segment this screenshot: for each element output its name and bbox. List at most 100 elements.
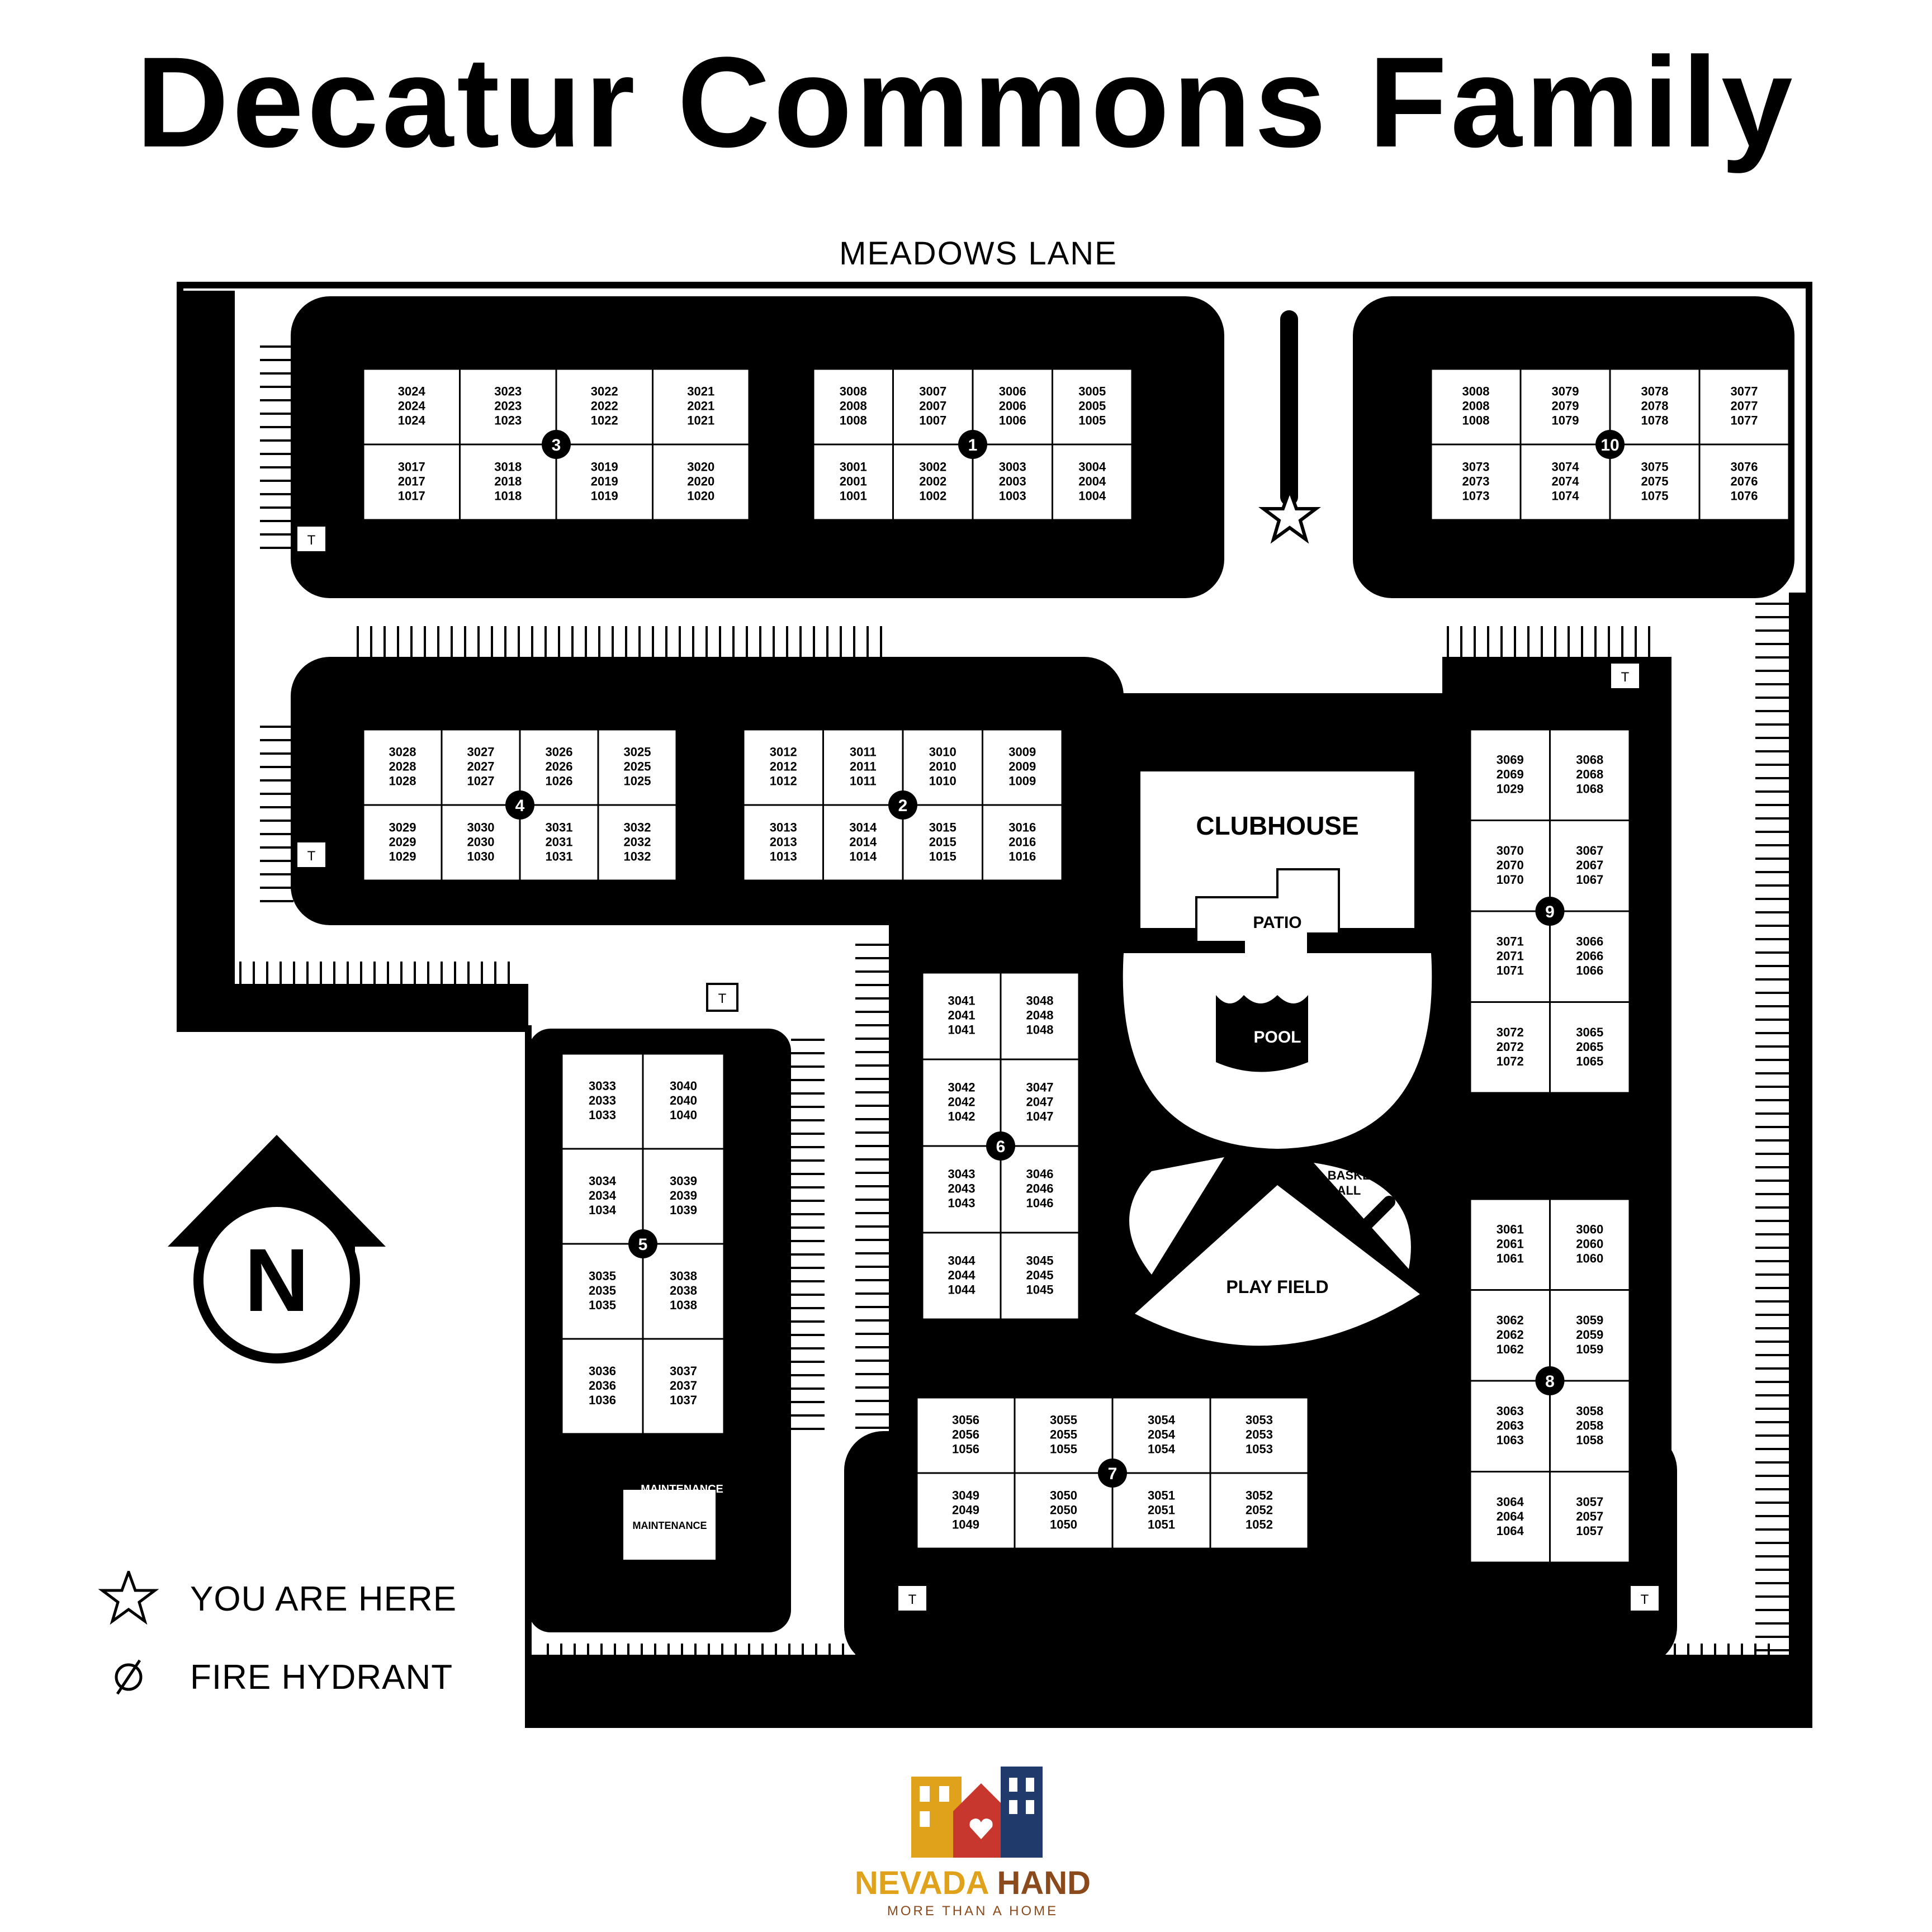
unit-number: 3017 [398,460,425,474]
unit-number: 3012 [770,745,797,759]
building-number-badge [1595,430,1625,459]
unit-number: 2013 [770,835,797,849]
unit-number: 2061 [1497,1237,1524,1251]
unit-number: 3046 [1026,1167,1054,1181]
unit-number: 1017 [398,489,425,503]
play-field-label: PLAY FIELD [1226,1277,1328,1297]
unit-number: 3028 [389,745,416,759]
unit-number: 1008 [1462,414,1490,428]
unit-number: 1025 [624,774,651,788]
unit-number: 3047 [1026,1081,1054,1095]
unit-stack [1000,1058,1080,1147]
unit-number: 3020 [687,460,714,474]
unit-number: 3069 [1497,752,1524,766]
unit-number: 1001 [840,489,867,503]
unit-number: 1022 [591,414,618,428]
patio [1195,868,1340,960]
maintenance-label-top: MAINTENANCE [641,1483,723,1495]
unit-number: 1042 [948,1110,976,1124]
unit-stack [916,1472,1016,1550]
unit-number: 3025 [624,745,651,759]
unit-stack [812,368,894,446]
unit-number: 1071 [1497,963,1524,977]
unit-number: 2004 [1078,475,1106,489]
unit-number: 2077 [1731,399,1758,413]
unit-stack [1469,728,1551,821]
unit-number: 1040 [670,1108,697,1122]
unit-number: 2048 [1026,1008,1054,1022]
nevada-hand-logo: NEVADA HAND MORE THAN A HOME [839,1767,1107,1923]
unit-number: 3079 [1552,385,1579,399]
unit-number: 2043 [948,1182,976,1196]
building-3: 3024202410243023202310233022202210223021… [362,368,750,521]
unit-stack [1209,1472,1309,1550]
unit-number: 3002 [919,460,946,474]
unit-number: 2017 [398,475,425,489]
unit-stack [1698,368,1790,446]
unit-number: 3057 [1576,1495,1603,1509]
unit-number: 2014 [849,835,877,849]
unit-number: 3054 [1148,1413,1176,1427]
unit-number: 2023 [494,399,522,413]
unit-stack [921,1145,1002,1234]
unit-number: 1041 [948,1023,976,1037]
unit-number: 2022 [591,399,618,413]
unit-number: 2011 [850,760,877,774]
basketball-label-2: BALL [1328,1183,1361,1197]
unit-stack [1209,1396,1309,1474]
unit-number: 1032 [624,850,651,864]
unit-number: 3037 [670,1364,697,1378]
unit-number: 2079 [1552,399,1579,413]
unit-number: 3077 [1731,385,1758,399]
unit-number: 3045 [1026,1254,1054,1268]
unit-number: 3022 [591,385,618,399]
unit-stack [362,804,443,882]
north-arrow-icon: N [168,1135,386,1363]
unit-number: 2040 [670,1093,697,1107]
unit-number: 3076 [1731,460,1758,474]
unit-stack [1609,443,1701,521]
building-number: 1 [968,436,978,454]
unit-number: 1036 [589,1393,616,1407]
building-5: 3033203310333040204010403034203410343039… [561,1053,725,1435]
unit-number: 3074 [1552,460,1580,474]
trash-label: T [718,991,727,1006]
unit-number: 1065 [1576,1054,1603,1068]
unit-number: 1029 [389,850,416,864]
building-number: 9 [1545,903,1555,921]
legend-fire-hydrant: FIRE HYDRANT [95,1646,453,1708]
unit-number: 1076 [1731,489,1758,503]
unit-number: 3056 [952,1413,979,1427]
unit-number: 1034 [589,1203,617,1217]
unit-number: 1046 [1026,1196,1054,1210]
unit-number: 1067 [1576,873,1603,887]
unit-number: 2002 [919,475,946,489]
unit-number: 1051 [1148,1518,1175,1532]
unit-stack [1469,1471,1551,1564]
unit-stack [1469,1001,1551,1094]
unit-number: 1055 [1050,1442,1077,1456]
unit-number: 3065 [1576,1025,1603,1039]
south-drive [528,1655,1809,1725]
unit-number: 1045 [1026,1283,1054,1297]
unit-number: 2039 [670,1188,697,1202]
unit-number: 1061 [1497,1251,1524,1265]
unit-stack [1549,1471,1631,1564]
unit-number: 2015 [929,835,956,849]
pool [1216,995,1308,1072]
unit-stack [1014,1472,1114,1550]
unit-number: 2007 [919,399,946,413]
unit-stack [597,804,678,882]
unit-number: 1039 [670,1203,697,1217]
unit-number: 2009 [1008,760,1036,774]
unit-number: 3067 [1576,844,1603,858]
unit-number: 2044 [948,1268,976,1282]
unit-number: 2045 [1026,1268,1054,1282]
unit-stack [1549,728,1631,821]
unit-number: 3041 [948,994,976,1008]
unit-number: 1074 [1552,489,1580,503]
unit-number: 1018 [494,489,522,503]
unit-number: 2067 [1576,858,1603,872]
unit-number: 3032 [624,821,651,835]
unit-number: 2050 [1050,1503,1077,1517]
